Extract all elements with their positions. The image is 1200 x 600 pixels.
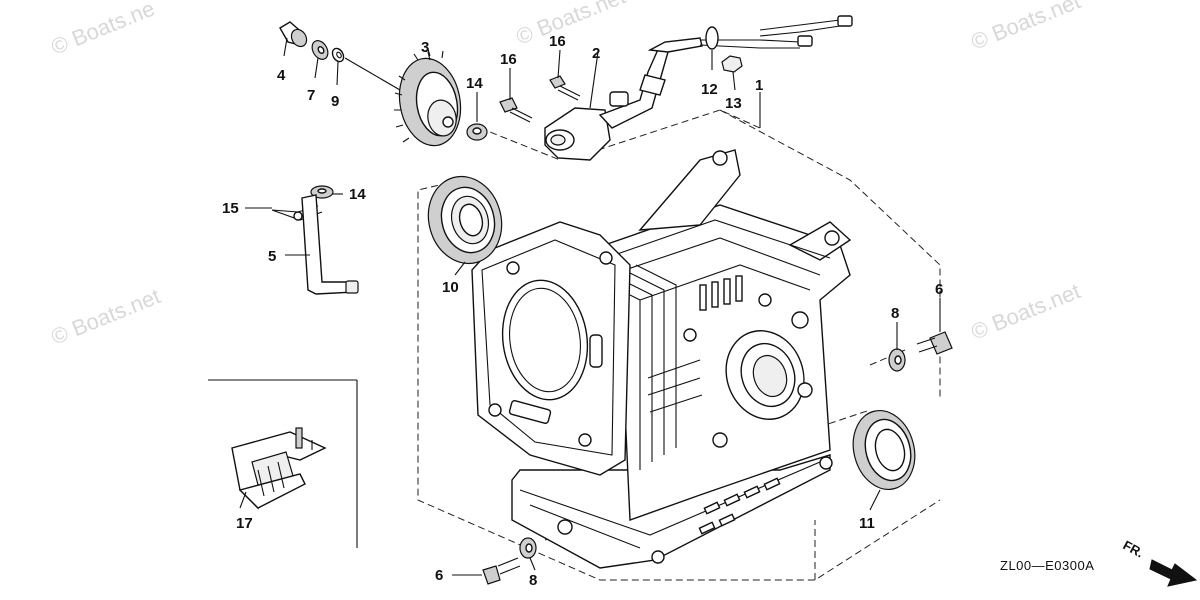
callout-15: 15 [222,200,239,217]
callout-9: 9 [331,93,339,110]
callouts: 4 7 9 3 14 16 16 2 12 13 1 14 15 5 10 17… [222,33,943,589]
callout-6a: 6 [935,281,943,298]
callout-2: 2 [592,45,600,62]
washer [466,123,488,141]
inset-frame [208,379,358,548]
flange-bolt [916,331,953,355]
callout-12: 12 [701,81,718,98]
governor-arm-shaft [301,194,359,295]
watermark: © Boats.net [513,0,629,50]
governor-gear [394,48,462,147]
callout-3: 3 [421,39,429,56]
governor-holder-pin [279,21,308,48]
oil-seal [852,409,916,491]
nut [721,55,743,73]
washer [311,40,329,60]
flange-bolt [482,557,521,585]
leader-lines [239,37,941,576]
callout-5: 5 [268,248,276,265]
watermark: © Boats.ne [48,0,159,60]
watermark: © Boats.net [968,278,1084,344]
callout-14a: 14 [466,75,483,92]
callout-8b: 8 [529,572,537,589]
callout-14b: 14 [349,186,366,203]
bolt [549,75,581,101]
engine-mount [231,427,327,510]
sealing-washer [888,348,906,372]
clip [331,47,345,63]
callout-10: 10 [442,279,459,296]
sealing-washer [519,537,537,559]
arrow-icon [1149,559,1198,587]
callout-8a: 8 [891,305,899,322]
watermark: © Boats.net [48,283,164,349]
bolt [499,97,533,123]
breather-tube [544,15,853,161]
ball-bearing [427,175,503,265]
callout-16b: 16 [549,33,566,50]
callout-13: 13 [725,95,742,112]
callout-6b: 6 [435,567,443,584]
hairpin-clip [271,205,323,221]
callout-1: 1 [755,77,763,94]
crankcase [471,149,852,569]
callout-7: 7 [307,87,315,104]
grommet [705,26,719,50]
callout-16a: 16 [500,51,517,68]
watermark: © Boats.net [968,0,1084,55]
callout-4: 4 [277,67,286,84]
front-label: FR. [1121,537,1147,560]
callout-17: 17 [236,515,253,532]
callout-11: 11 [859,515,875,532]
drawing-code: ZL00—E0300A [1000,558,1094,573]
front-direction-arrow: FR. [1121,537,1198,587]
